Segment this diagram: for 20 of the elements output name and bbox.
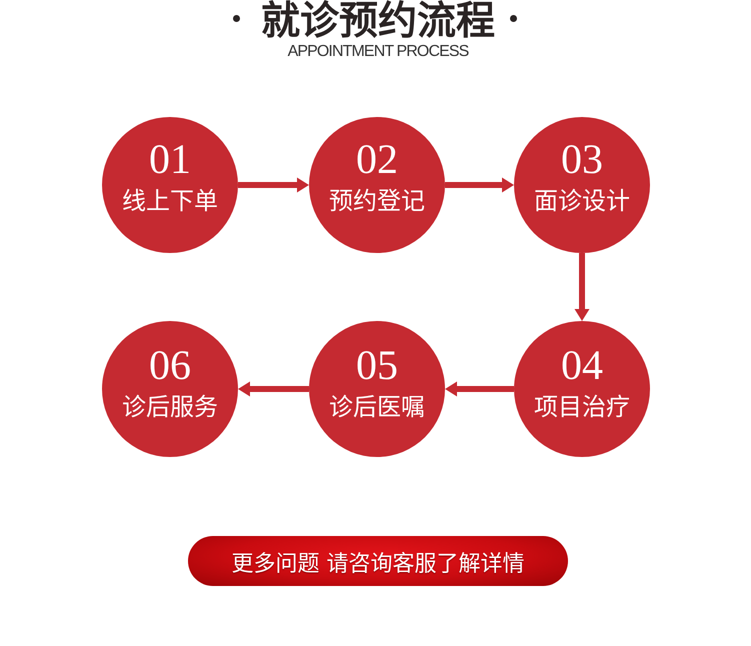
step-number: 04	[561, 344, 603, 388]
step-label: 项目治疗	[534, 393, 630, 421]
step-label: 预约登记	[329, 187, 425, 215]
step-number: 03	[561, 138, 603, 182]
step-number: 01	[149, 138, 191, 182]
step-label: 线上下单	[122, 187, 218, 215]
step-number: 02	[356, 138, 398, 182]
step-label: 面诊设计	[534, 187, 630, 215]
arrow	[445, 178, 514, 192]
page-title: 就诊预约流程	[261, 1, 495, 43]
arrow	[445, 382, 514, 396]
contact-banner: 更多问题 请咨询客服了解详情	[188, 536, 568, 586]
step-label: 诊后医嘱	[329, 393, 425, 421]
step-label: 诊后服务	[122, 393, 218, 421]
arrow	[574, 253, 590, 321]
step-number: 05	[356, 344, 398, 388]
step-number: 06	[149, 344, 191, 388]
arrow	[238, 178, 309, 192]
subtitle: APPOINTMENT PROCESS	[288, 43, 468, 61]
arrow	[238, 382, 309, 396]
